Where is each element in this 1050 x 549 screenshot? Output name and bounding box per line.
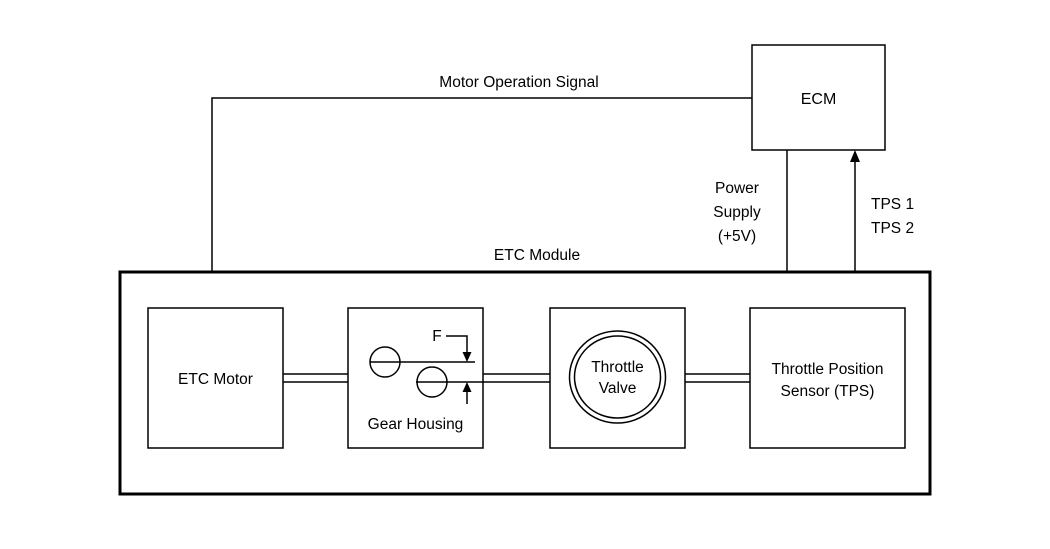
shaft-motor-to-gear bbox=[283, 373, 348, 383]
power-supply-label-line2: Supply bbox=[713, 204, 761, 221]
gear-housing-label: Gear Housing bbox=[368, 416, 464, 433]
ecm-block: ECM bbox=[751, 44, 886, 151]
throttle-position-sensor-block: Throttle Position Sensor (TPS) bbox=[749, 307, 906, 449]
etc-module-title: ETC Module bbox=[494, 247, 580, 264]
power-supply-label-line3: (+5V) bbox=[718, 228, 756, 245]
motor-operation-signal-label: Motor Operation Signal bbox=[439, 74, 598, 91]
throttle-valve-label-line2: Valve bbox=[599, 380, 637, 397]
gear-circle-small bbox=[369, 346, 401, 378]
shaft-gear-to-valve bbox=[483, 373, 550, 383]
arrow-up-icon bbox=[850, 150, 860, 162]
throttle-valve-block: Throttle Valve bbox=[549, 307, 686, 449]
tps-signal-line: TPS 1 TPS 2 bbox=[850, 150, 914, 308]
etc-motor-box bbox=[147, 307, 284, 449]
ecm-box bbox=[751, 44, 886, 151]
throttle-valve-label-line1: Throttle bbox=[591, 359, 644, 376]
gear-housing-box bbox=[347, 307, 484, 449]
tps-box bbox=[749, 307, 906, 449]
arrow-up-icon bbox=[462, 382, 472, 392]
etc-motor-block: ETC Motor bbox=[147, 307, 284, 449]
ecm-label: ECM bbox=[801, 91, 837, 108]
gear-circle-large bbox=[416, 366, 448, 398]
power-supply-label-line1: Power bbox=[715, 180, 759, 197]
shaft-valve-to-tps bbox=[685, 373, 750, 383]
motor-operation-signal-path bbox=[211, 97, 752, 295]
etc-motor-label: ETC Motor bbox=[178, 371, 253, 388]
tps-label-line1: Throttle Position bbox=[772, 361, 884, 378]
power-supply-line: Power Supply (+5V) bbox=[713, 150, 792, 306]
force-label: F bbox=[432, 328, 441, 345]
tps-label-line2: Sensor (TPS) bbox=[781, 383, 875, 400]
gear-housing-block: F Gear Housing bbox=[347, 307, 484, 449]
throttle-valve-inner-ring bbox=[573, 335, 662, 419]
tps1-label: TPS 1 bbox=[871, 196, 914, 213]
arrow-down-icon bbox=[462, 352, 472, 362]
force-leader-line bbox=[446, 335, 468, 353]
tps2-label: TPS 2 bbox=[871, 220, 914, 237]
